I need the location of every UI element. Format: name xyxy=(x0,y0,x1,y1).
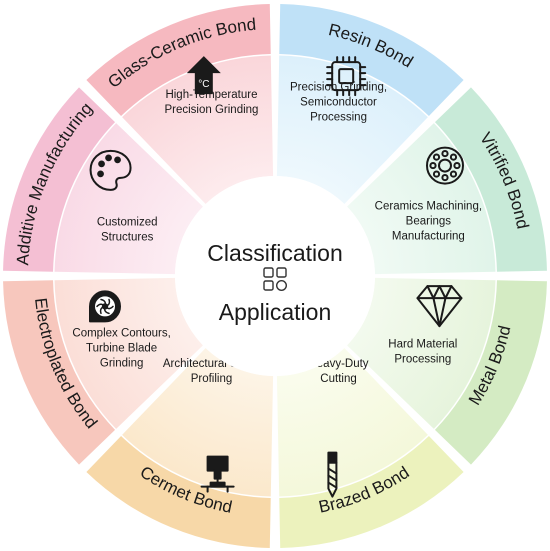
center-title: Classification xyxy=(207,240,343,266)
segment-inner-metal-bond xyxy=(347,277,496,429)
segment-outer-metal-bond xyxy=(434,280,547,465)
center-circle xyxy=(175,176,375,376)
drill-bit-icon xyxy=(327,451,338,498)
segment-outer-resin-bond xyxy=(279,4,464,117)
icons: °C xyxy=(89,56,464,498)
segment-inner-glass-ceramic-bond xyxy=(122,55,274,204)
center-subtitle: Application xyxy=(219,299,332,325)
temperature-unit-label: °C xyxy=(198,79,209,90)
segment-inner-brazed-bond xyxy=(276,348,428,497)
segment-outer-brazed-bond xyxy=(279,435,464,548)
palette-icon xyxy=(89,149,132,191)
segment-outer-glass-ceramic-bond xyxy=(86,4,271,117)
outer-ring xyxy=(3,4,547,548)
segment-inner-additive-manufacturing xyxy=(54,123,203,275)
segment-inner-vitrified-bond xyxy=(347,123,496,275)
inner-ring xyxy=(54,55,496,497)
segment-inner-cermet-bond xyxy=(122,348,274,497)
segment-outer-additive-manufacturing xyxy=(3,87,116,272)
segment-outer-vitrified-bond xyxy=(434,87,547,272)
temperature-arrow-icon: °C xyxy=(186,56,221,95)
segment-outer-cermet-bond xyxy=(86,435,271,548)
four-squares-icon xyxy=(263,267,288,292)
turbine-icon xyxy=(89,290,121,323)
microchip-icon xyxy=(326,56,367,97)
diamond-icon xyxy=(416,285,463,328)
center-hub: Classification Application xyxy=(175,176,375,376)
cnc-machine-icon xyxy=(200,455,235,493)
bearing-icon xyxy=(425,146,464,185)
segment-outer-electroplated-bond xyxy=(3,280,116,465)
segment-inner-resin-bond xyxy=(276,55,428,204)
